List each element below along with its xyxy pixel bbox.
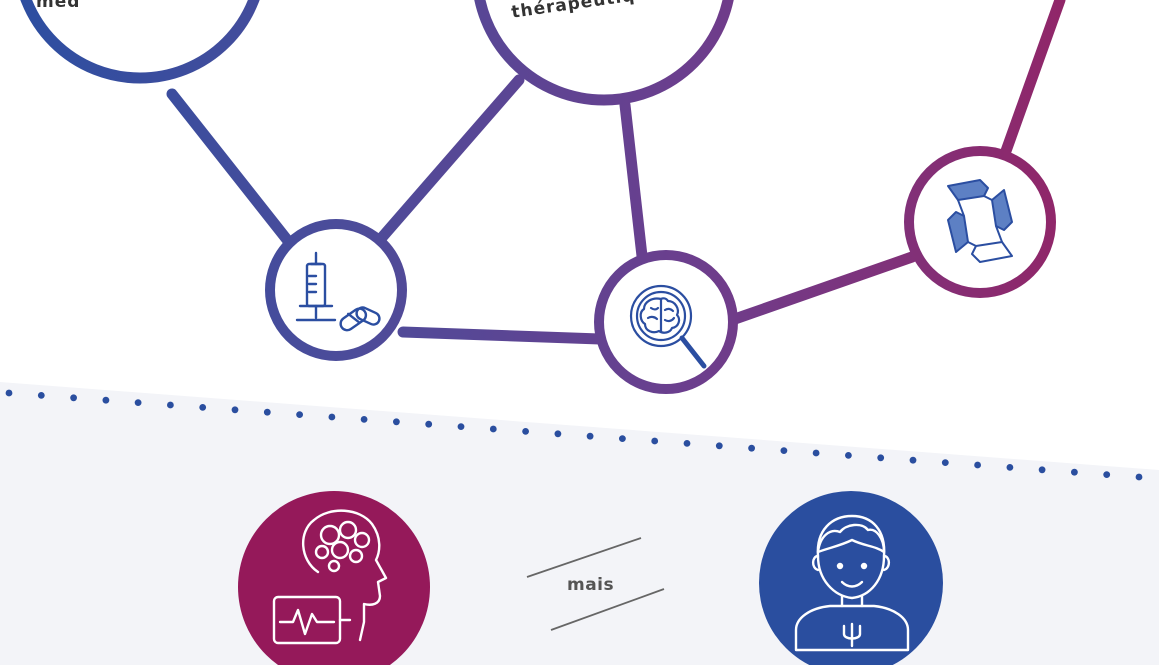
divider-dot xyxy=(619,435,626,442)
brain-magnifier-icon xyxy=(629,284,707,369)
lower-band-background xyxy=(0,382,1159,665)
node-top-center: thérapeutiq xyxy=(474,0,734,106)
divider-dot xyxy=(457,423,465,430)
divider-dot xyxy=(780,447,788,454)
divider-dot xyxy=(1071,468,1078,476)
divider-dot xyxy=(5,389,13,397)
divider-dot xyxy=(845,452,852,459)
divider-dot xyxy=(167,401,174,409)
divider-dot xyxy=(812,449,820,457)
dotted-divider xyxy=(5,389,1143,481)
divider-dot xyxy=(1038,466,1046,474)
head-brain-monitor-icon xyxy=(272,509,388,645)
divider-dot xyxy=(263,408,271,416)
divider-dot xyxy=(941,459,949,466)
node-collaboration xyxy=(904,146,1056,298)
node-brain-research xyxy=(594,250,738,394)
divider-dot xyxy=(328,413,336,421)
divider-dot xyxy=(134,399,142,406)
divider-dot xyxy=(586,432,594,440)
divider-dot xyxy=(1135,473,1143,481)
divider-dot xyxy=(748,444,755,452)
hands-circle-icon xyxy=(947,179,1013,263)
psychologist-person-icon xyxy=(794,514,910,652)
divider-dot xyxy=(974,461,981,469)
connector-word: mais xyxy=(567,575,614,595)
divider-dot xyxy=(70,394,77,402)
divider-dot xyxy=(522,428,529,435)
node-medication xyxy=(265,219,407,361)
divider-dot xyxy=(877,454,885,462)
divider-dot xyxy=(909,456,917,464)
syringe-pills-icon xyxy=(295,251,381,332)
divider-dot xyxy=(651,437,659,445)
divider-dot xyxy=(554,430,562,438)
divider-dot xyxy=(683,440,691,447)
divider-dot xyxy=(425,420,433,428)
bottom-right-feature xyxy=(759,491,943,665)
divider-dot xyxy=(360,416,368,423)
divider-dot xyxy=(231,406,239,414)
divider-dot xyxy=(489,425,497,433)
bottom-left-feature xyxy=(238,491,430,665)
connector: mais xyxy=(526,537,665,631)
divider-dot xyxy=(393,418,400,426)
divider-dot xyxy=(715,442,723,450)
divider-dot xyxy=(37,392,45,399)
node-top-left: méd xyxy=(20,0,260,84)
network-connectors xyxy=(166,0,1066,345)
divider-dot xyxy=(199,404,207,411)
divider-dot xyxy=(296,411,303,418)
divider-dot xyxy=(1006,464,1014,471)
divider-dot xyxy=(1103,471,1111,478)
divider-dot xyxy=(102,396,110,404)
node-top-left-label: méd xyxy=(36,0,80,12)
